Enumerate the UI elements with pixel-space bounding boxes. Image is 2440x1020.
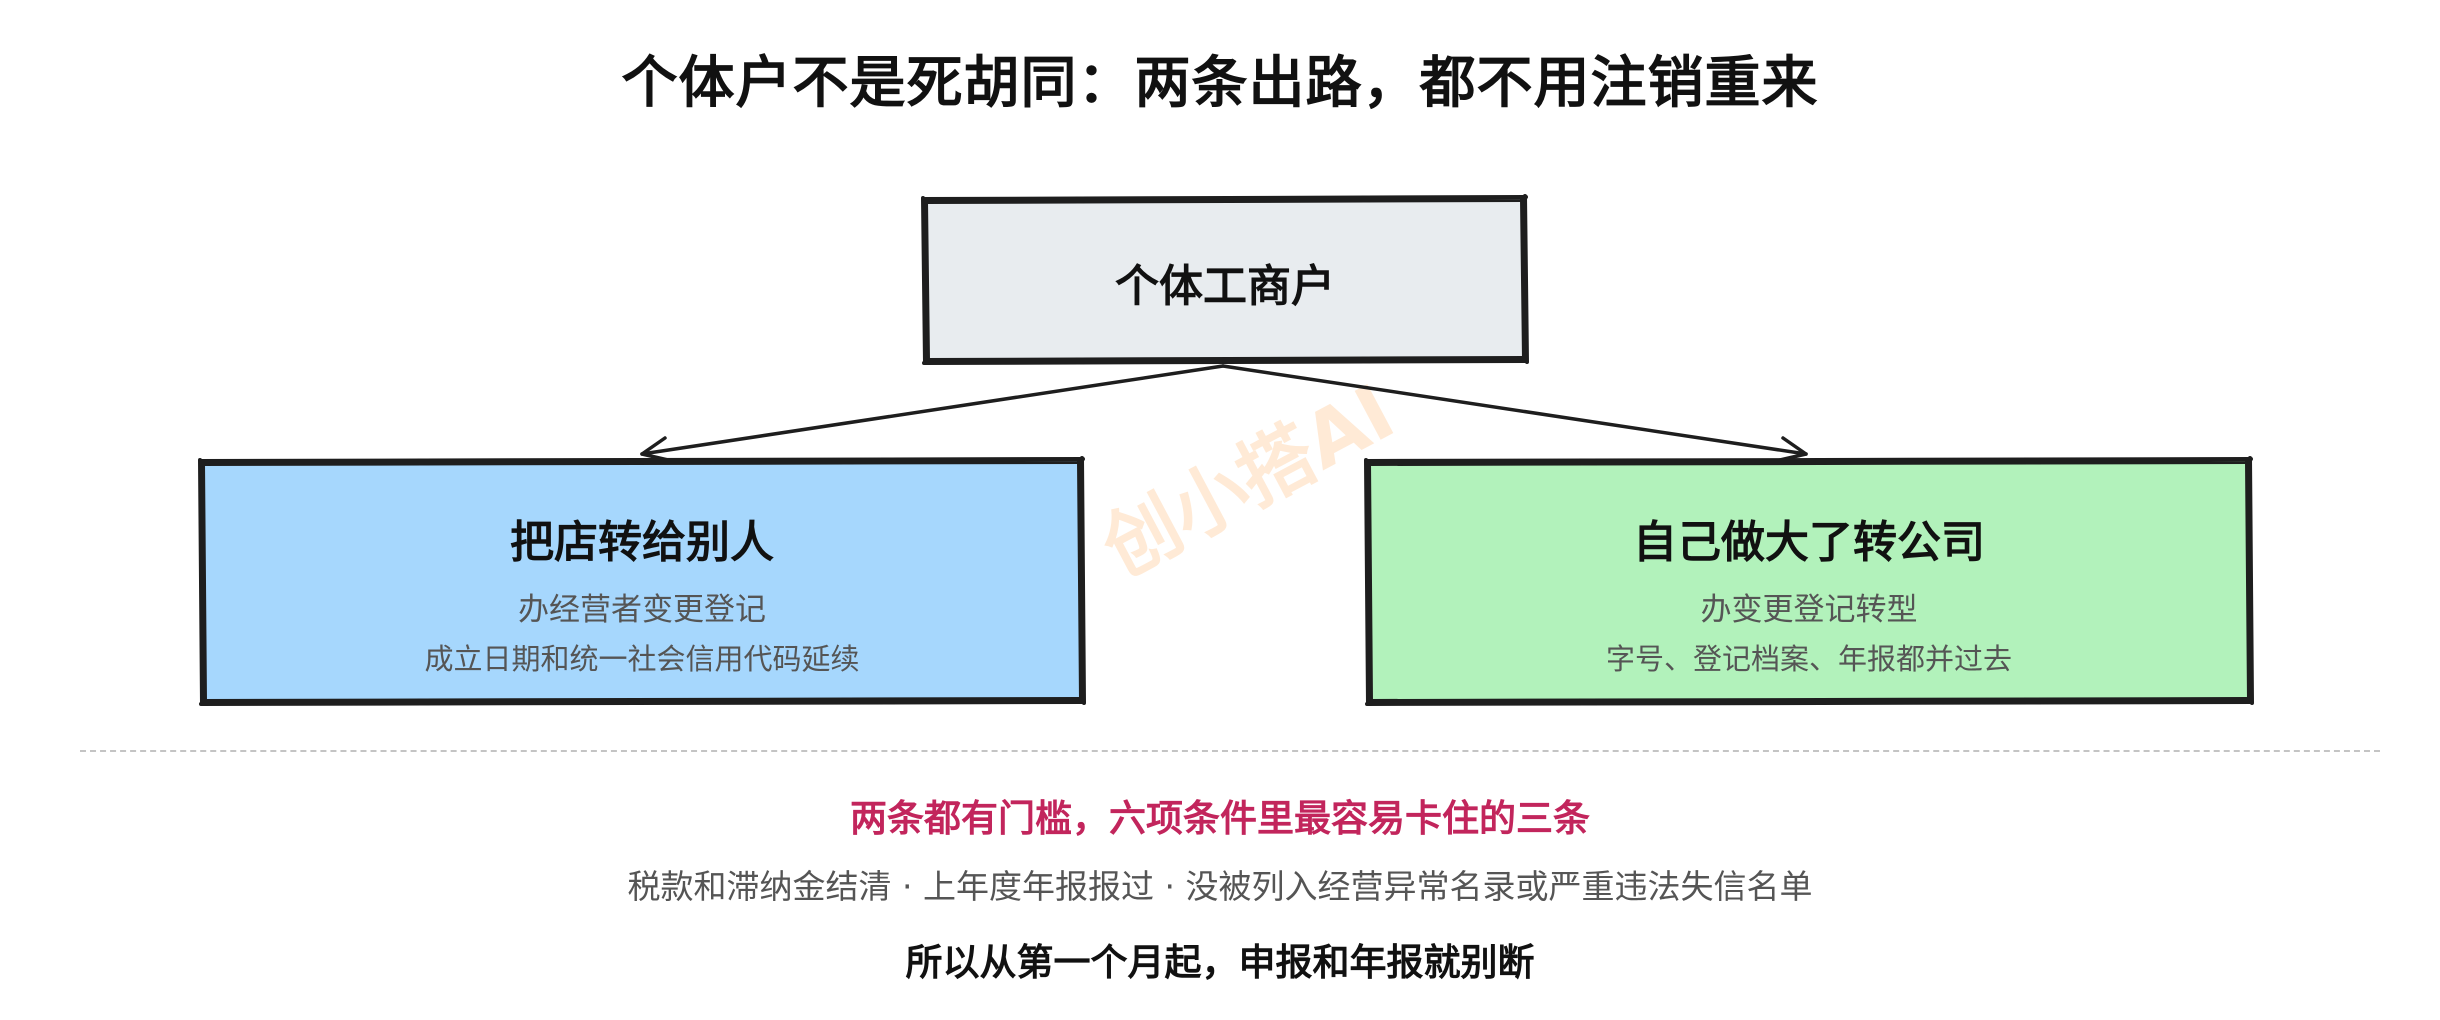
- conditions-heading: 两条都有门槛，六项条件里最容易卡住的三条: [850, 797, 1590, 840]
- branch-transfer-line1: 办经营者变更登记: [518, 592, 766, 628]
- branch-company-line1: 办变更登记转型: [1700, 592, 1918, 628]
- root-node-label: 个体工商户: [1115, 261, 1335, 312]
- branch-transfer-box: 把店转给别人 办经营者变更登记 成立日期和统一社会信用代码延续: [202, 460, 1082, 702]
- branch-company-heading: 自己做大了转公司: [1633, 517, 1985, 568]
- conclusion-text: 所以从第一个月起，申报和年报就别断: [905, 941, 1535, 984]
- branch-transfer-heading: 把店转给别人: [510, 517, 774, 568]
- section-divider: [80, 750, 2380, 752]
- watermark-text: 创小搭AI: [1087, 367, 1408, 594]
- arrow-to-transfer: [640, 364, 1225, 462]
- branch-transfer-line2: 成立日期和统一社会信用代码延续: [424, 642, 860, 676]
- root-node-box: 个体工商户: [925, 198, 1525, 362]
- branch-company-line2: 字号、登记档案、年报都并过去: [1605, 642, 2012, 676]
- conditions-list: 税款和滞纳金结清 · 上年度年报报过 · 没被列入经营异常名录或严重违法失信名单: [627, 867, 1813, 906]
- page-title: 个体户不是死胡同：两条出路，都不用注销重来: [621, 51, 1819, 116]
- branch-company-box: 自己做大了转公司 办变更登记转型 字号、登记档案、年报都并过去: [1368, 460, 2250, 702]
